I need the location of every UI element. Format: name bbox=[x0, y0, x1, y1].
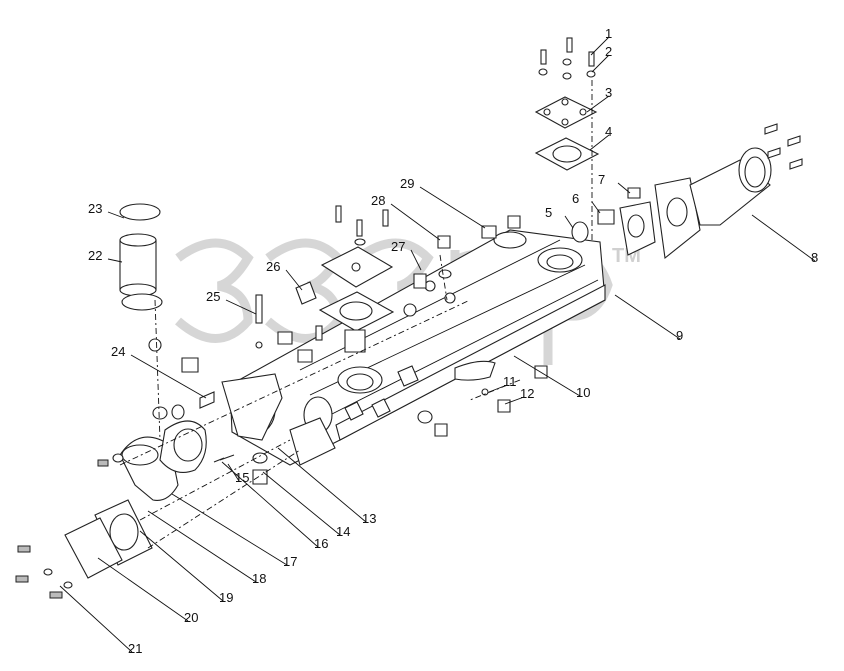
leader-line-18 bbox=[147, 510, 257, 583]
part-label-1: 1 bbox=[605, 26, 612, 41]
leader-line-26 bbox=[285, 269, 303, 291]
part-label-21: 21 bbox=[128, 641, 142, 656]
part-label-10: 10 bbox=[576, 385, 590, 400]
leader-line-6 bbox=[591, 201, 601, 214]
part-label-19: 19 bbox=[219, 590, 233, 605]
part-label-28: 28 bbox=[371, 193, 385, 208]
outlet-elbow bbox=[571, 123, 803, 260]
manifold-body bbox=[221, 229, 606, 466]
part-label-23: 23 bbox=[88, 201, 102, 216]
leader-line-1 bbox=[590, 36, 610, 56]
leader-line-7 bbox=[617, 182, 631, 194]
leader-line-2 bbox=[591, 54, 610, 73]
part-label-5: 5 bbox=[545, 205, 552, 220]
leader-line-8 bbox=[751, 214, 816, 262]
callout-labels: 1234567891011121314151617181920212223242… bbox=[59, 26, 818, 656]
leader-line-17 bbox=[171, 493, 288, 566]
leader-line-23 bbox=[107, 211, 125, 219]
leader-line-16 bbox=[221, 461, 319, 548]
part-label-3: 3 bbox=[605, 85, 612, 100]
leader-line-24 bbox=[130, 354, 207, 399]
leader-line-29 bbox=[419, 186, 486, 229]
leader-line-11 bbox=[488, 384, 508, 393]
leader-line-14 bbox=[262, 471, 341, 536]
leader-line-3 bbox=[586, 95, 610, 113]
part-label-6: 6 bbox=[572, 191, 579, 206]
part-label-24: 24 bbox=[111, 344, 125, 359]
part-label-11: 11 bbox=[503, 374, 517, 389]
part-label-8: 8 bbox=[811, 250, 818, 265]
part-label-25: 25 bbox=[206, 289, 220, 304]
part-label-7: 7 bbox=[598, 172, 605, 187]
part-label-15: 15 bbox=[235, 470, 249, 485]
part-label-27: 27 bbox=[391, 239, 405, 254]
part-label-20: 20 bbox=[184, 610, 198, 625]
part-label-26: 26 bbox=[266, 259, 280, 274]
part-label-18: 18 bbox=[252, 571, 266, 586]
part-label-14: 14 bbox=[336, 524, 350, 539]
leader-line-21 bbox=[59, 585, 133, 653]
leader-line-20 bbox=[97, 557, 189, 622]
leader-line-5 bbox=[564, 215, 574, 229]
leader-line-19 bbox=[139, 530, 224, 602]
top-cover-assembly-left bbox=[295, 205, 395, 353]
part-label-22: 22 bbox=[88, 248, 102, 263]
part-label-12: 12 bbox=[520, 386, 534, 401]
leader-line-25 bbox=[225, 299, 257, 315]
leader-line-10 bbox=[513, 355, 581, 397]
part-label-16: 16 bbox=[314, 536, 328, 551]
part-label-13: 13 bbox=[362, 511, 376, 526]
leader-line-22 bbox=[107, 258, 123, 263]
part-label-17: 17 bbox=[283, 554, 297, 569]
leader-line-28 bbox=[390, 203, 441, 241]
part-label-2: 2 bbox=[605, 44, 612, 59]
leader-line-9 bbox=[614, 294, 681, 340]
leader-line-27 bbox=[410, 249, 422, 271]
leader-line-4 bbox=[589, 134, 610, 151]
leader-line-13 bbox=[277, 447, 367, 523]
part-label-29: 29 bbox=[400, 176, 414, 191]
part-label-4: 4 bbox=[605, 124, 612, 139]
part-label-9: 9 bbox=[676, 328, 683, 343]
thermostat-housing-group bbox=[15, 203, 471, 599]
top-cover-assembly-right bbox=[534, 37, 600, 240]
leader-line-12 bbox=[504, 396, 525, 405]
